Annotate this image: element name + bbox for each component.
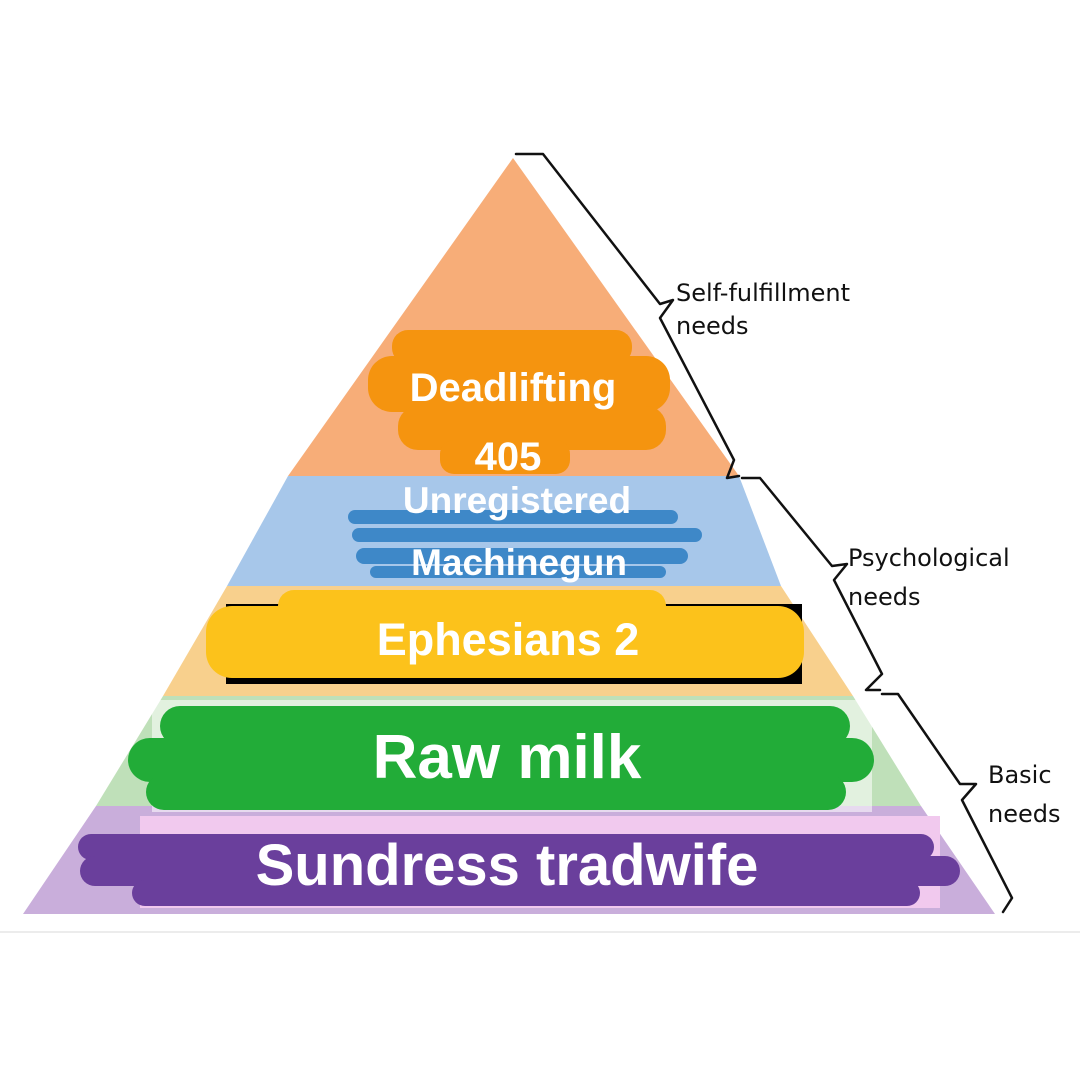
level-second-scribble-stroke (370, 566, 666, 578)
level-second-scribble (348, 510, 702, 578)
bracket-psychological (740, 476, 884, 692)
level-base-scribble-stroke (132, 880, 920, 906)
level-top-scribble-stroke (440, 440, 570, 474)
level-second-scribble-stroke (348, 510, 678, 524)
level-second-label-line1: Unregistered (403, 480, 631, 521)
level-base-scribble-stroke (78, 834, 934, 860)
bracket-self-fulfillment-label-line2: needs (676, 312, 748, 340)
level-fourth-scribble-stroke (160, 706, 850, 746)
level-third-scribble-stroke (206, 606, 804, 678)
level-third-scribble (206, 590, 804, 684)
bracket-self-fulfillment-label-line1: Self-fulfillment (676, 279, 850, 307)
level-fourth-label: Raw milk (373, 723, 642, 792)
level-labels: Deadlifting 405 Unregistered Machinegun … (256, 366, 759, 898)
level-base-scribble (78, 816, 960, 908)
bracket-labels: Self-fulfillment needs Psychological nee… (676, 279, 1060, 828)
level-top-label-line2: 405 (475, 435, 542, 479)
level-top-scribble-stroke (392, 330, 632, 364)
level-base-scribble-stroke (80, 856, 960, 886)
bracket-basic-label-line1: Basic (988, 761, 1052, 789)
scribbles (78, 330, 960, 908)
bracket-basic-label-line2: needs (988, 800, 1060, 828)
level-top-scribble-stroke (398, 406, 666, 450)
bracket-self-fulfillment (514, 152, 741, 480)
bracket-basic (880, 692, 1014, 914)
level-third-label: Ephesians 2 (377, 614, 640, 665)
level-fourth-scribble (128, 700, 874, 812)
level-fourth-scribble-stroke (146, 774, 846, 810)
level-top-label-line1: Deadlifting (410, 366, 617, 410)
level-second-scribble-stroke (356, 548, 688, 564)
side-brackets (514, 152, 1014, 914)
bracket-psychological-label-line2: needs (848, 583, 920, 611)
level-fourth-scribble-stroke (128, 738, 874, 782)
level-top-scribble-stroke (368, 356, 670, 412)
level-base-label: Sundress tradwife (256, 833, 759, 898)
level-top-scribble (368, 330, 670, 474)
bracket-psychological-label-line1: Psychological (848, 544, 1010, 572)
level-second-scribble-stroke (352, 528, 702, 542)
level-second-label-line2: Machinegun (411, 542, 627, 583)
